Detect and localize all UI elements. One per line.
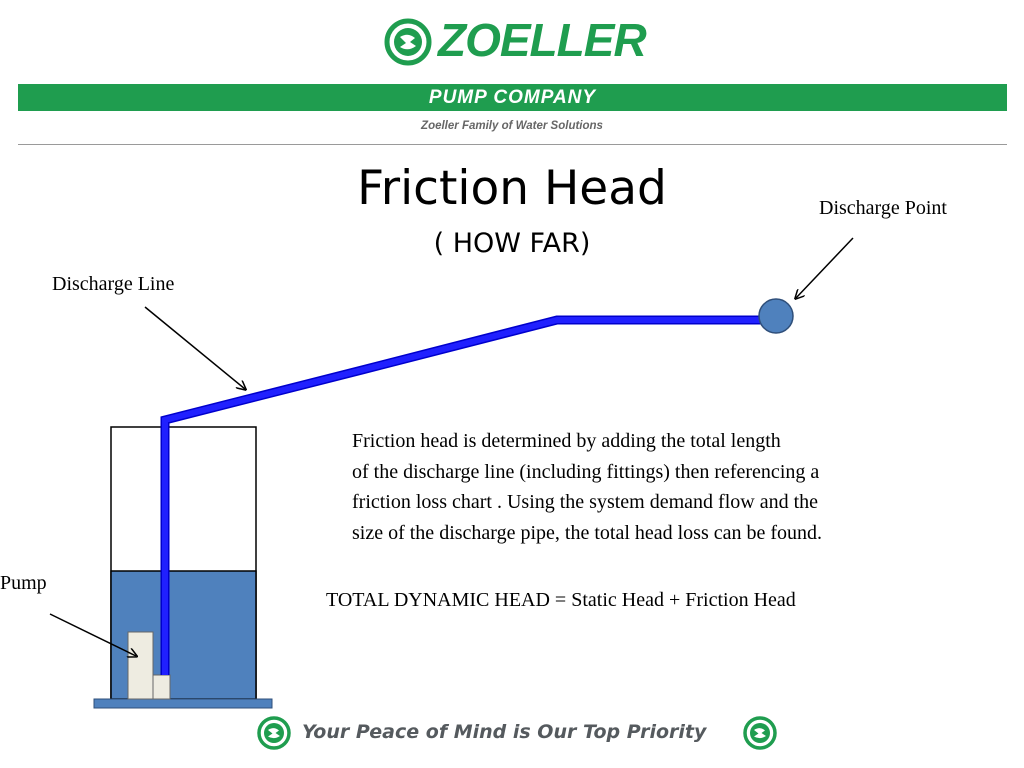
pump-body <box>127 631 154 700</box>
discharge-point-label: Discharge Point <box>819 197 947 219</box>
tank-base <box>93 698 273 709</box>
brand-band: PUMP COMPANY <box>18 84 1007 111</box>
discharge-point-marker <box>758 298 794 334</box>
brand-logo: ZOELLER <box>380 8 647 74</box>
description-line: of the discharge line (including fitting… <box>352 460 820 483</box>
slide-title: Friction Head <box>357 161 667 216</box>
header-divider <box>18 144 1007 145</box>
tdh-equation: TOTAL DYNAMIC HEAD = Static Head + Frict… <box>326 589 796 611</box>
description-line: Friction head is determined by adding th… <box>352 430 781 452</box>
zoeller-emblem-icon <box>743 716 777 750</box>
pump-base <box>152 674 171 700</box>
footer-slogan: Your Peace of Mind is Our Top Priority <box>302 721 707 743</box>
footer-slogan-bar: Your Peace of Mind is Our Top Priority <box>256 715 786 751</box>
zoeller-emblem-icon <box>257 716 291 750</box>
brand-wordmark: ZOELLER <box>438 14 647 66</box>
pump-label: Pump <box>0 572 47 594</box>
band-title: PUMP COMPANY <box>428 87 597 108</box>
discharge-line-label: Discharge Line <box>52 273 175 295</box>
brand-tagline: Zoeller Family of Water Solutions <box>421 120 603 132</box>
slide-subtitle: ( HOW FAR) <box>433 228 591 259</box>
description-line: friction loss chart . Using the system d… <box>352 491 819 513</box>
discharge-point-arrow <box>796 237 854 298</box>
description-line: size of the discharge pipe, the total he… <box>352 521 823 544</box>
pump-arrow <box>49 613 136 656</box>
friction-head-description: Friction head is determined by adding th… <box>352 426 952 548</box>
zoeller-emblem-icon <box>384 18 432 66</box>
discharge-line-arrow <box>144 306 245 389</box>
